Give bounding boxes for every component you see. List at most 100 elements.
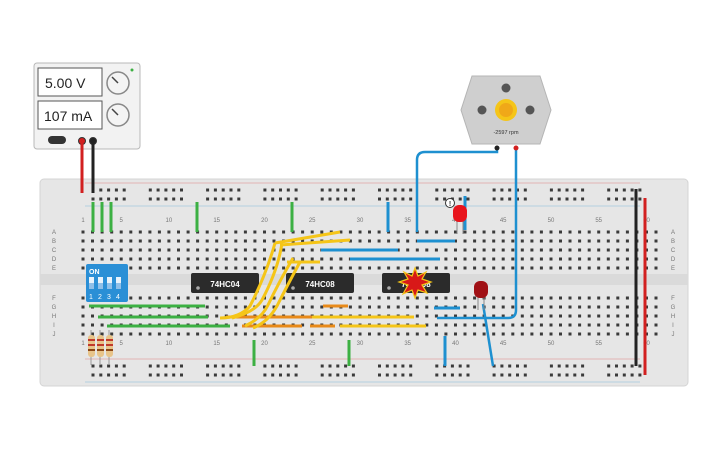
motor-wire-blue[interactable] (437, 148, 518, 320)
breadboard-hole[interactable] (396, 305, 400, 309)
breadboard-hole[interactable] (377, 305, 381, 309)
breadboard-hole[interactable] (511, 323, 515, 327)
rail-hole[interactable] (516, 188, 519, 192)
breadboard-hole[interactable] (148, 248, 152, 252)
breadboard-hole[interactable] (511, 266, 515, 270)
breadboard-hole[interactable] (282, 332, 286, 336)
breadboard-hole[interactable] (272, 239, 276, 243)
breadboard-hole[interactable] (406, 248, 410, 252)
breadboard-hole[interactable] (215, 296, 219, 300)
breadboard-hole[interactable] (654, 296, 658, 300)
rail-hole[interactable] (573, 373, 577, 377)
breadboard-hole[interactable] (205, 332, 209, 336)
breadboard-hole[interactable] (81, 296, 85, 300)
breadboard-hole[interactable] (654, 314, 658, 318)
rail-hole[interactable] (523, 373, 527, 377)
breadboard-hole[interactable] (215, 314, 219, 318)
breadboard-hole[interactable] (463, 230, 467, 234)
breadboard-hole[interactable] (320, 305, 324, 309)
rail-hole[interactable] (114, 188, 118, 192)
rail-hole[interactable] (148, 364, 152, 368)
breadboard-hole[interactable] (530, 323, 534, 327)
rail-hole[interactable] (500, 197, 504, 201)
breadboard-hole[interactable] (616, 296, 620, 300)
breadboard-hole[interactable] (377, 296, 381, 300)
rail-hole[interactable] (91, 197, 95, 201)
rail-hole[interactable] (286, 197, 290, 201)
rail-hole[interactable] (466, 197, 470, 201)
chip-74hc08[interactable]: 74HC08 (286, 273, 354, 293)
breadboard-hole[interactable] (530, 332, 534, 336)
breadboard-hole[interactable] (454, 332, 457, 336)
breadboard-hole[interactable] (473, 248, 477, 252)
breadboard-hole[interactable] (406, 266, 410, 270)
rail-hole[interactable] (409, 197, 413, 201)
rail-hole[interactable] (107, 373, 111, 377)
breadboard-hole[interactable] (177, 230, 180, 234)
resistor[interactable] (88, 330, 95, 365)
rail-hole[interactable] (229, 373, 233, 377)
rail-hole[interactable] (401, 364, 405, 368)
breadboard-hole[interactable] (587, 230, 591, 234)
breadboard-hole[interactable] (606, 248, 610, 252)
breadboard-hole[interactable] (129, 248, 133, 252)
breadboard-hole[interactable] (463, 332, 467, 336)
breadboard-hole[interactable] (310, 230, 314, 234)
breadboard-hole[interactable] (463, 296, 467, 300)
breadboard-hole[interactable] (100, 239, 104, 243)
rail-hole[interactable] (294, 364, 298, 368)
breadboard-hole[interactable] (616, 266, 620, 270)
breadboard-hole[interactable] (263, 239, 266, 243)
breadboard-hole[interactable] (539, 230, 543, 234)
breadboard-hole[interactable] (196, 248, 200, 252)
breadboard-hole[interactable] (91, 314, 94, 318)
breadboard-hole[interactable] (263, 266, 266, 270)
breadboard-hole[interactable] (129, 230, 133, 234)
breadboard-hole[interactable] (568, 332, 572, 336)
breadboard-hole[interactable] (568, 296, 572, 300)
rail-hole[interactable] (443, 188, 447, 192)
dc-motor[interactable]: -2597 rpm (460, 75, 552, 151)
breadboard-hole[interactable] (578, 296, 582, 300)
breadboard-hole[interactable] (310, 248, 314, 252)
breadboard-hole[interactable] (597, 266, 601, 270)
rail-hole[interactable] (351, 373, 355, 377)
breadboard-hole[interactable] (654, 257, 658, 261)
breadboard-hole[interactable] (138, 266, 142, 270)
breadboard-hole[interactable] (625, 257, 629, 261)
breadboard-hole[interactable] (138, 248, 142, 252)
rail-hole[interactable] (615, 188, 618, 192)
rail-hole[interactable] (122, 373, 126, 377)
breadboard-hole[interactable] (473, 266, 477, 270)
rail-hole[interactable] (99, 188, 103, 192)
rail-hole[interactable] (271, 364, 275, 368)
breadboard-hole[interactable] (568, 305, 572, 309)
breadboard-hole[interactable] (81, 239, 85, 243)
motor-terminal[interactable] (513, 145, 519, 151)
breadboard-hole[interactable] (616, 314, 620, 318)
rail-hole[interactable] (279, 197, 282, 201)
breadboard-hole[interactable] (444, 323, 448, 327)
rail-hole[interactable] (148, 197, 152, 201)
rail-hole[interactable] (122, 188, 126, 192)
breadboard-hole[interactable] (234, 323, 238, 327)
breadboard-hole[interactable] (263, 332, 266, 336)
breadboard-hole[interactable] (463, 239, 467, 243)
wire-blue[interactable] (481, 303, 495, 367)
rail-hole[interactable] (523, 188, 527, 192)
breadboard-hole[interactable] (234, 296, 238, 300)
rail-hole[interactable] (213, 364, 217, 368)
breadboard-hole[interactable] (520, 314, 524, 318)
breadboard-hole[interactable] (654, 323, 658, 327)
breadboard-hole[interactable] (81, 257, 85, 261)
breadboard-hole[interactable] (549, 314, 553, 318)
rail-hole[interactable] (164, 197, 168, 201)
breadboard-hole[interactable] (492, 239, 496, 243)
breadboard-hole[interactable] (301, 230, 305, 234)
rail-hole[interactable] (271, 373, 275, 377)
resistor[interactable] (106, 330, 113, 365)
breadboard-hole[interactable] (434, 332, 438, 336)
current-knob[interactable] (106, 103, 130, 127)
breadboard-hole[interactable] (415, 266, 419, 270)
breadboard-hole[interactable] (253, 248, 257, 252)
